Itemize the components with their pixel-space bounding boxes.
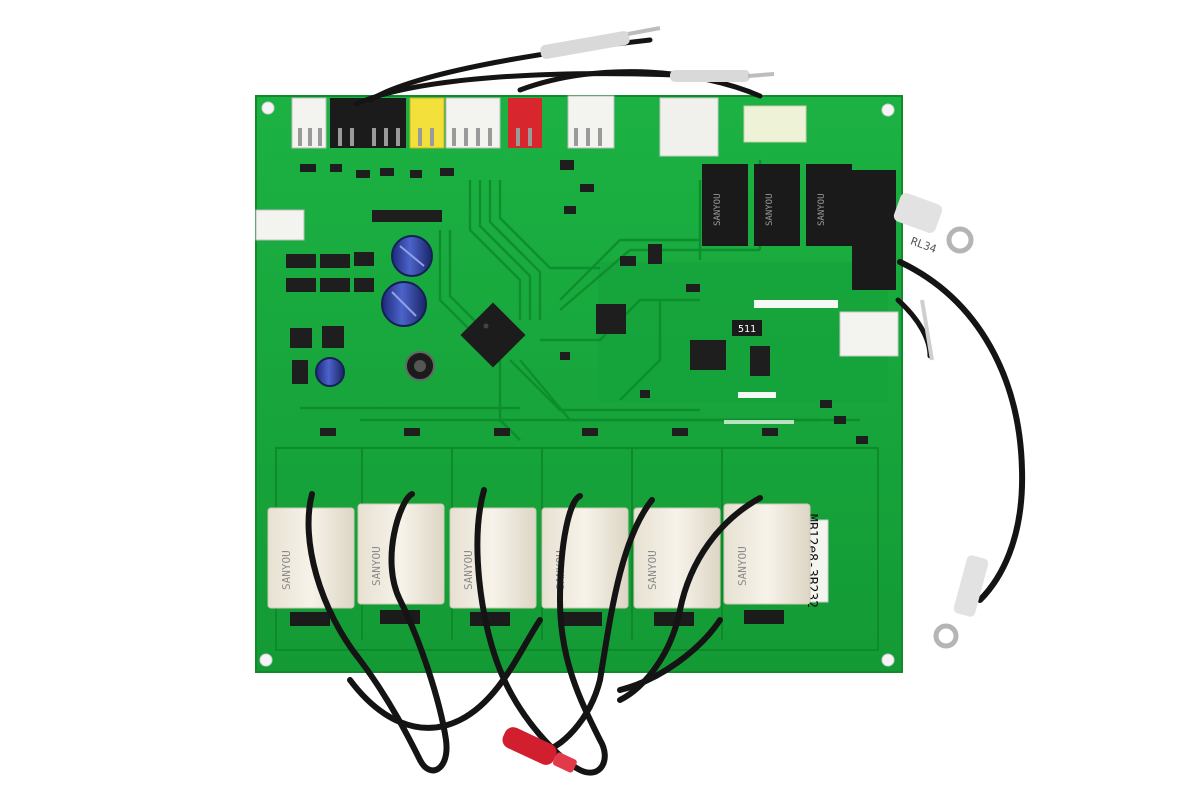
red-crimp-terminal	[502, 727, 577, 773]
small-relays: SANYOU SANYOU SANYOU	[702, 164, 852, 246]
mounting-hole	[259, 653, 273, 667]
connector-yellow	[409, 97, 445, 149]
wire-sleeve	[953, 555, 989, 617]
regulator	[596, 304, 626, 334]
relay	[633, 507, 721, 609]
resistor-511: 511	[732, 320, 762, 336]
relay	[449, 507, 537, 609]
relay-marking: SANYOU	[370, 546, 383, 586]
relay-marking: SANYOU	[462, 550, 475, 590]
relay-marking: SANYOU	[280, 550, 293, 590]
wire-sleeve	[670, 70, 750, 82]
mounting-hole	[881, 653, 895, 667]
relay	[723, 503, 811, 605]
small-relay	[702, 164, 748, 246]
smd-components	[286, 160, 868, 444]
wire-terminals: RL34	[502, 26, 989, 773]
wire-sleeve	[540, 31, 630, 59]
microcontroller-chip	[460, 302, 526, 368]
capacitors	[315, 235, 435, 387]
ring-terminal	[933, 623, 959, 649]
top-relay-marking: SANYOU	[765, 193, 775, 226]
optocoupler	[690, 340, 726, 370]
black-block-relay	[852, 170, 896, 290]
ring-terminal	[946, 226, 974, 254]
silk-bar	[738, 392, 776, 398]
wire-sleeve	[893, 193, 943, 233]
connector-white	[743, 105, 807, 143]
small-relay	[806, 164, 852, 246]
connector-white-large	[659, 97, 719, 157]
mounting-hole	[881, 103, 895, 117]
relay-marking: SANYOU	[646, 550, 659, 590]
top-relay-marking: SANYOU	[713, 193, 723, 226]
small-relay	[754, 164, 800, 246]
top-relay-marking: SANYOU	[817, 193, 827, 226]
connector-right	[839, 311, 899, 357]
pin-header	[372, 210, 442, 222]
resistor-marking: 511	[738, 324, 756, 335]
top-connectors	[255, 95, 899, 357]
connector-red	[508, 98, 542, 148]
connector-black	[330, 98, 364, 148]
connector-side	[255, 209, 305, 241]
mounting-hole	[261, 101, 275, 115]
relay-marking: SANYOU	[736, 546, 749, 586]
silk-bar	[754, 300, 838, 308]
